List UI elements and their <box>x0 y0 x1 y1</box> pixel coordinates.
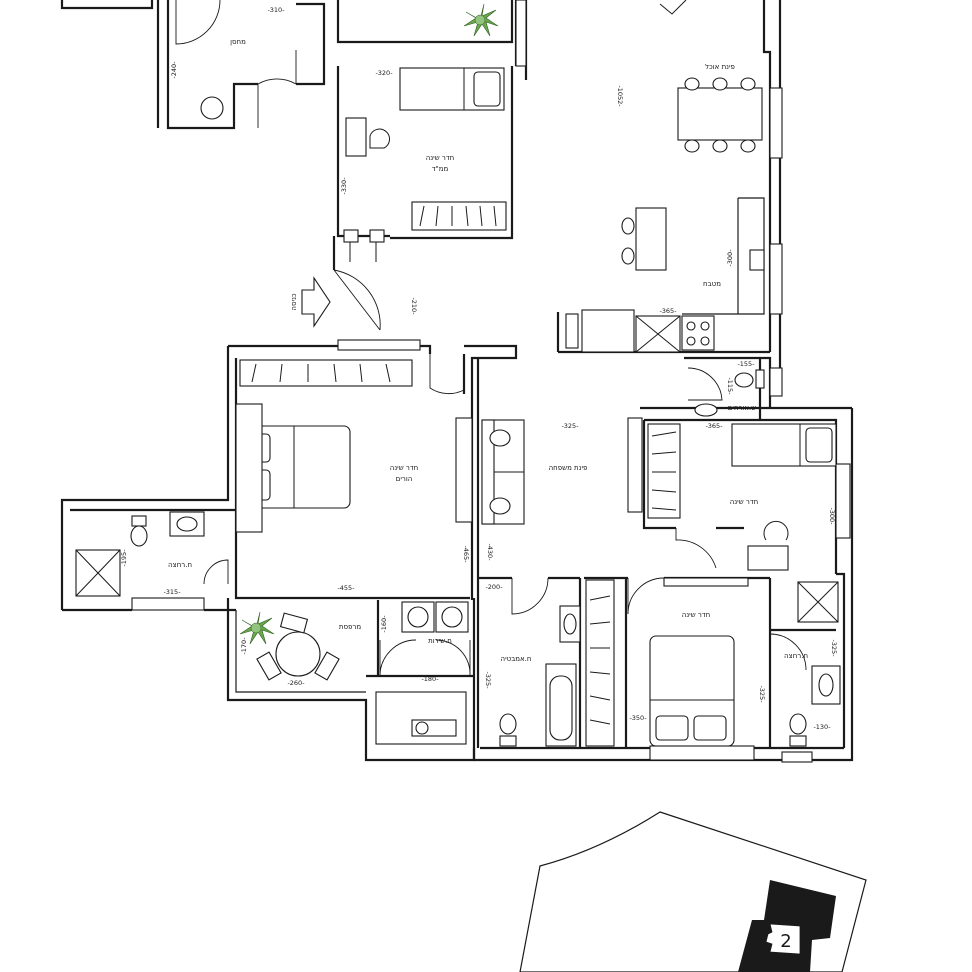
label-guest-wc: ש.אורחים <box>728 404 757 412</box>
dim-kitchen-height: -300- <box>726 249 734 267</box>
label-entrance: כניסה <box>290 293 298 310</box>
dim-balcony-width: -260- <box>287 679 305 687</box>
dim-storage-height: -240- <box>170 61 178 79</box>
dim-kitchen-width: -365- <box>659 307 677 315</box>
plants <box>239 3 499 645</box>
dim-storage-width: -310- <box>267 6 285 14</box>
dim-living-width: -325- <box>561 422 579 430</box>
room-labels: מחסן חדר שינה ממ"ד פינת אוכל מטבח כניסה … <box>168 38 808 663</box>
label-bath-east: ח.רחצה <box>784 652 808 660</box>
dim-bed-south-width: -350- <box>629 714 647 722</box>
dim-service-width: -180- <box>421 675 439 683</box>
dim-bath-east-height: -325- <box>830 639 838 657</box>
label-dining: פינת אוכל <box>705 63 735 71</box>
dim-bath-height: -325- <box>484 671 492 689</box>
dim-service-height: -160- <box>380 615 388 633</box>
label-master-2: הורים <box>396 475 413 483</box>
dim-safe-height: -330- <box>340 177 348 195</box>
label-balcony: מרפסת <box>339 623 361 631</box>
label-kitchen: מטבח <box>703 280 721 288</box>
site-boundary <box>519 811 867 972</box>
dim-safe-width: -320- <box>375 69 393 77</box>
doors <box>175 0 807 677</box>
unit-highlight <box>765 923 801 955</box>
label-bedroom-east: חדר שינה <box>730 498 758 506</box>
dim-master-bath-height: -195- <box>120 549 128 567</box>
dim-bed-east-height: -300- <box>828 507 836 525</box>
label-bath: ח.אמבטיה <box>501 655 532 663</box>
building-number: 2 <box>780 931 791 952</box>
label-bedroom-south: חדר שינה <box>682 611 710 619</box>
label-safe-room-2: ממ"ד <box>432 165 449 173</box>
windows <box>131 0 851 763</box>
dim-guest-width: -155- <box>737 360 755 368</box>
dim-master-height: -465- <box>462 545 470 563</box>
label-master-1: חדר שינה <box>390 464 418 472</box>
dim-living-height: -430- <box>486 543 494 561</box>
dim-master-bath-width: -315- <box>163 588 181 596</box>
dim-bed-south-height: -325- <box>758 685 766 703</box>
dim-master-width: -455- <box>337 584 355 592</box>
label-safe-room-1: חדר שינה <box>426 154 454 162</box>
furniture <box>75 0 841 761</box>
dim-entry-height: -210- <box>410 297 418 315</box>
label-storage: מחסן <box>230 38 246 46</box>
label-master-bath: ח.רחצה <box>168 561 192 569</box>
dim-balcony-height: -170- <box>240 637 248 655</box>
dim-dining-height: -1052- <box>616 85 624 107</box>
label-service: ח.שירות <box>428 637 452 645</box>
label-living: פינת משפחה <box>549 464 588 472</box>
dimension-labels: -310- -240- -320- -330- -1052- -300- -36… <box>120 6 838 731</box>
dim-bath-east-width: -130- <box>813 723 831 731</box>
dim-bed-east-width: -365- <box>705 422 723 430</box>
dim-guest-height: -115- <box>726 377 734 395</box>
key-plan: 2 <box>519 811 867 972</box>
dim-bath-width: -200- <box>485 583 503 591</box>
